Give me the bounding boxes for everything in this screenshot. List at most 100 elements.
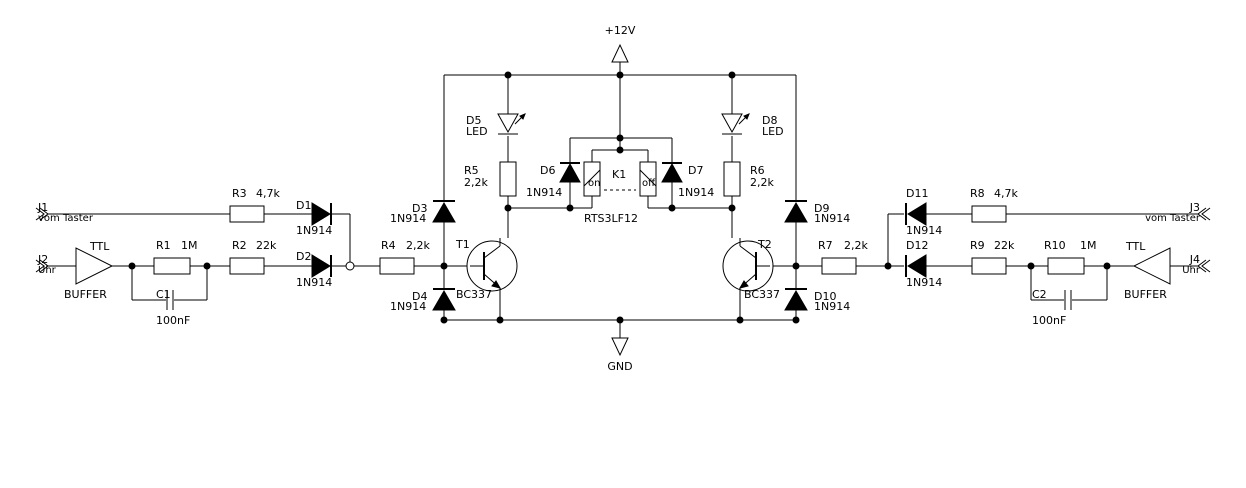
resistor-r3-ref: R3 bbox=[232, 187, 247, 200]
connector-j1: J1 vom Taster bbox=[35, 201, 94, 224]
resistor-r7-value: 2,2k bbox=[844, 239, 868, 252]
relay-coil-off: off bbox=[642, 178, 656, 189]
connector-j2: J2 Uhr bbox=[35, 253, 57, 276]
diode-d11-ref: D11 bbox=[906, 187, 928, 200]
resistor-r10-ref: R10 bbox=[1044, 239, 1066, 252]
led-d5: D5 LED bbox=[466, 113, 526, 138]
resistor-r5: R5 2,2k bbox=[464, 161, 517, 197]
resistor-r5-value: 2,2k bbox=[464, 176, 488, 189]
diode-d2-ref: D2 bbox=[296, 250, 311, 263]
diode-d7-value: 1N914 bbox=[678, 186, 714, 199]
buffer-right-type: TTL bbox=[1125, 240, 1146, 253]
diode-d12: D12 1N914 bbox=[905, 239, 942, 289]
resistor-r1: R1 1M bbox=[153, 239, 198, 275]
diode-d3-ref: D3 bbox=[412, 202, 427, 215]
connector-j4: J4 Uhr bbox=[1182, 253, 1211, 276]
diode-d9-ref: D9 bbox=[814, 202, 829, 215]
connector-j3: J3 vom Taster bbox=[1145, 201, 1211, 224]
diode-d12-ref: D12 bbox=[906, 239, 928, 252]
diode-d10-ref: D10 bbox=[814, 290, 836, 303]
relay-k1: on off K1 RTS3LF12 bbox=[583, 161, 657, 225]
resistor-r7: R7 2,2k bbox=[818, 239, 868, 275]
junction-dots bbox=[128, 71, 1111, 324]
transistor-t2-ref: T2 bbox=[757, 238, 772, 251]
diode-d10: D10 1N914 bbox=[784, 288, 850, 313]
resistor-r10-value: 1M bbox=[1080, 239, 1097, 252]
led-d5-value: LED bbox=[466, 125, 488, 138]
connector-j3-ref: J3 bbox=[1189, 201, 1200, 214]
diode-d9: D9 1N914 bbox=[784, 200, 850, 225]
buffer-left: TTL BUFFER bbox=[64, 240, 114, 301]
buffer-right-name: BUFFER bbox=[1124, 288, 1167, 301]
connector-j3-desc: vom Taster bbox=[1145, 213, 1201, 224]
diode-d10-value: 1N914 bbox=[814, 300, 850, 313]
transistor-t1: T1 BC337 bbox=[455, 238, 518, 301]
diode-d6-ref: D6 bbox=[540, 164, 555, 177]
vcc-symbol: +12V bbox=[605, 24, 636, 63]
resistor-r1-value: 1M bbox=[181, 239, 198, 252]
transistor-t1-value: BC337 bbox=[456, 288, 492, 301]
diode-d11-value: 1N914 bbox=[906, 224, 942, 237]
relay-part: RTS3LF12 bbox=[584, 212, 638, 225]
diode-d4-ref: D4 bbox=[412, 290, 427, 303]
resistor-r9-ref: R9 bbox=[970, 239, 985, 252]
resistor-r1-ref: R1 bbox=[156, 239, 171, 252]
capacitor-c2-value: 100nF bbox=[1032, 314, 1066, 327]
connector-j1-ref: J1 bbox=[37, 201, 48, 214]
transistor-t2-value: BC337 bbox=[744, 288, 780, 301]
vcc-label: +12V bbox=[605, 24, 636, 37]
gnd-symbol: GND bbox=[607, 337, 633, 373]
resistor-r6-value: 2,2k bbox=[750, 176, 774, 189]
resistor-r3-value: 4,7k bbox=[256, 187, 280, 200]
diode-d12-value: 1N914 bbox=[906, 276, 942, 289]
capacitor-c1: C1 100nF bbox=[156, 288, 190, 327]
relay-ref: K1 bbox=[612, 168, 626, 181]
resistor-r3: R3 4,7k bbox=[229, 187, 280, 223]
diode-d7: D7 1N914 bbox=[661, 162, 714, 199]
resistor-r5-ref: R5 bbox=[464, 164, 479, 177]
relay-coil-on: on bbox=[588, 178, 600, 189]
resistor-r8-ref: R8 bbox=[970, 187, 985, 200]
diode-d3-value: 1N914 bbox=[390, 212, 426, 225]
transistor-t2: T2 BC337 bbox=[722, 238, 780, 301]
resistor-r10: R10 1M bbox=[1044, 239, 1097, 275]
resistor-r2-value: 22k bbox=[256, 239, 277, 252]
resistor-r4-ref: R4 bbox=[381, 239, 396, 252]
wires bbox=[48, 62, 1198, 338]
led-d8-ref: D8 bbox=[762, 114, 777, 127]
capacitor-c1-ref: C1 bbox=[156, 288, 171, 301]
led-d8-value: LED bbox=[762, 125, 784, 138]
resistor-r7-ref: R7 bbox=[818, 239, 833, 252]
buffer-right: TTL BUFFER bbox=[1124, 240, 1171, 301]
diode-d2: D2 1N914 bbox=[296, 250, 332, 289]
connector-j4-ref: J4 bbox=[1189, 253, 1200, 266]
resistor-r4-value: 2,2k bbox=[406, 239, 430, 252]
led-d8: D8 LED bbox=[721, 113, 784, 138]
gnd-label: GND bbox=[607, 360, 632, 373]
connector-j2-ref: J2 bbox=[37, 253, 48, 266]
resistor-r2-ref: R2 bbox=[232, 239, 247, 252]
resistor-r9-value: 22k bbox=[994, 239, 1015, 252]
diode-d2-value: 1N914 bbox=[296, 276, 332, 289]
resistor-r4: R4 2,2k bbox=[379, 239, 430, 275]
capacitor-c2: C2 100nF bbox=[1032, 288, 1072, 327]
diode-d7-ref: D7 bbox=[688, 164, 703, 177]
transistor-t1-ref: T1 bbox=[455, 238, 470, 251]
buffer-left-type: TTL bbox=[89, 240, 110, 253]
diode-d4-value: 1N914 bbox=[390, 300, 426, 313]
connector-j4-desc: Uhr bbox=[1182, 265, 1201, 276]
resistor-r8: R8 4,7k bbox=[970, 187, 1018, 223]
diode-d6-value: 1N914 bbox=[526, 186, 562, 199]
diode-d4: D4 1N914 bbox=[390, 288, 456, 313]
resistor-r8-value: 4,7k bbox=[994, 187, 1018, 200]
capacitor-c1-value: 100nF bbox=[156, 314, 190, 327]
led-d5-ref: D5 bbox=[466, 114, 481, 127]
resistor-r2: R2 22k bbox=[229, 239, 277, 275]
connector-j2-desc: Uhr bbox=[38, 265, 57, 276]
diode-d1: D1 1N914 bbox=[296, 199, 332, 237]
resistor-r6: R6 2,2k bbox=[723, 161, 774, 197]
diode-d9-value: 1N914 bbox=[814, 212, 850, 225]
diode-d1-value: 1N914 bbox=[296, 224, 332, 237]
diode-d3: D3 1N914 bbox=[390, 200, 456, 225]
